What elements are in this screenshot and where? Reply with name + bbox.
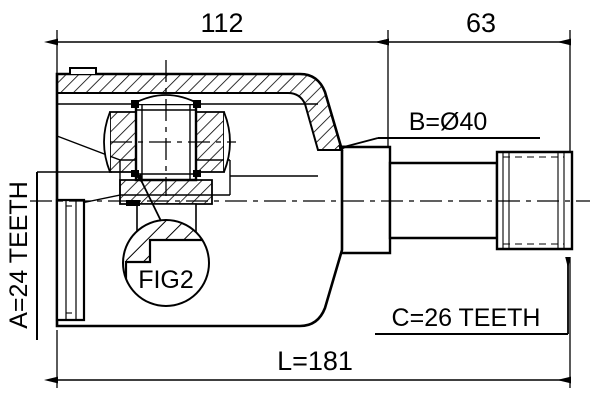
dimension-112-text: 112 — [200, 8, 243, 38]
stem-marker — [126, 200, 140, 206]
housing-notch — [69, 67, 97, 74]
label-spline-c: C=26 TEETH — [375, 257, 571, 335]
dimension-total-length: L=181 — [44, 346, 571, 384]
diameter-b-leader — [338, 137, 379, 151]
fig2-detail-callout: FIG2 — [122, 173, 210, 307]
clip-lower-left — [131, 170, 139, 177]
output-shaft — [338, 145, 574, 255]
dimension-112: 112 — [44, 8, 389, 46]
housing-wall-upper-section — [56, 73, 344, 151]
shaft-collar — [338, 145, 392, 255]
clip-left — [131, 100, 139, 108]
label-spline-a: A=24 TEETH — [5, 171, 112, 340]
spline-a-text: A=24 TEETH — [5, 181, 33, 329]
spline-c-text: C=26 TEETH — [392, 304, 541, 332]
fig2-leader-line — [136, 173, 162, 222]
dimension-total-text: L=181 — [277, 346, 353, 376]
shaft-spline-section — [495, 150, 574, 251]
dimension-63: 63 — [375, 8, 571, 46]
centerlines — [30, 60, 590, 202]
diameter-b-text: B=Ø40 — [409, 108, 488, 136]
dimension-63-text: 63 — [466, 8, 496, 38]
label-diameter-b: B=Ø40 — [338, 108, 540, 151]
fig2-label: FIG2 — [138, 266, 194, 294]
clip-right — [193, 100, 201, 108]
fig2-circle — [122, 219, 210, 307]
boot-groove — [55, 198, 86, 322]
clip-lower-right — [193, 170, 201, 177]
race-cap-left — [103, 111, 111, 173]
